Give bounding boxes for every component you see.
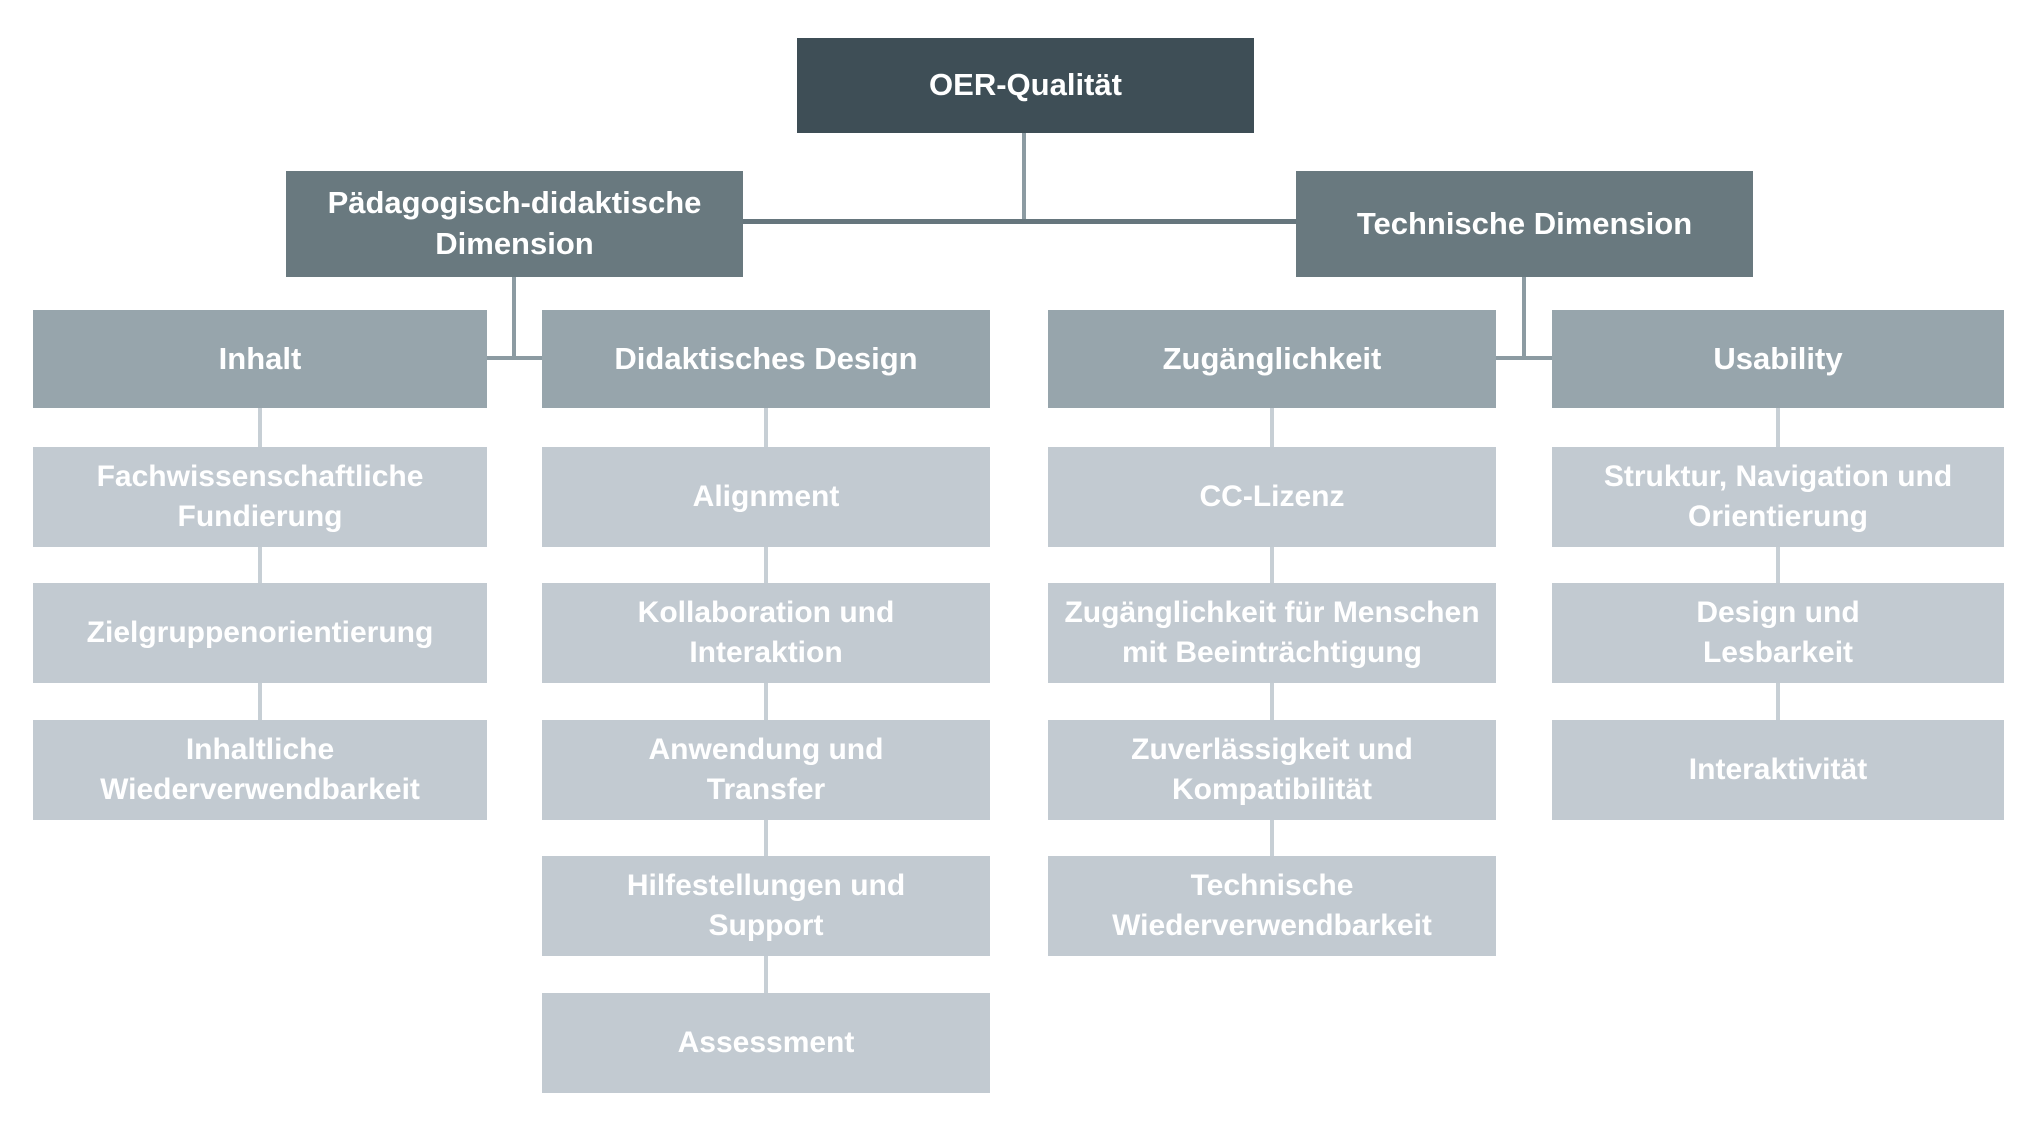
item-assessment: Assessment: [542, 993, 990, 1093]
item-hilfestellungen-und-support: Hilfestellungen und Support: [542, 856, 990, 956]
connector-line: [764, 956, 768, 993]
connector-line: [1270, 820, 1274, 856]
connector-line: [764, 547, 768, 583]
connector-paedagogisch-horizontal: [487, 356, 542, 360]
root-node-oer-qualitaet: OER-Qualität: [797, 38, 1254, 133]
connector-line: [1776, 683, 1780, 720]
connector-line: [1270, 547, 1274, 583]
category-didaktisches-design: Didaktisches Design: [542, 310, 990, 408]
connector-line: [1270, 683, 1274, 720]
category-usability: Usability: [1552, 310, 2004, 408]
connector-technisch-vertical: [1522, 277, 1526, 358]
item-zugaenglichkeit-fuer-menschen-mit-beeintraechtigung: Zugänglichkeit für Menschen mit Beeinträ…: [1048, 583, 1496, 683]
branch-paedagogisch-didaktische-dimension: Pädagogisch-didaktische Dimension: [286, 171, 743, 277]
category-zugaenglichkeit: Zugänglichkeit: [1048, 310, 1496, 408]
item-interaktivitaet: Interaktivität: [1552, 720, 2004, 820]
connector-line: [764, 820, 768, 856]
connector-line: [258, 547, 262, 583]
connector-root-vertical: [1022, 133, 1026, 223]
connector-line: [258, 408, 262, 447]
connector-line: [764, 683, 768, 720]
connector-line: [1270, 408, 1274, 447]
item-alignment: Alignment: [542, 447, 990, 547]
branch-technische-dimension: Technische Dimension: [1296, 171, 1753, 277]
item-zielgruppenorientierung: Zielgruppenorientierung: [33, 583, 487, 683]
connector-paedagogisch-vertical: [512, 277, 516, 358]
item-kollaboration-und-interaktion: Kollaboration und Interaktion: [542, 583, 990, 683]
connector-line: [764, 408, 768, 447]
item-technische-wiederverwendbarkeit: Technische Wiederverwendbarkeit: [1048, 856, 1496, 956]
category-inhalt: Inhalt: [33, 310, 487, 408]
connector-line: [1776, 408, 1780, 447]
item-fachwissenschaftliche-fundierung: Fachwissenschaftliche Fundierung: [33, 447, 487, 547]
item-struktur-navigation-und-orientierung: Struktur, Navigation und Orientierung: [1552, 447, 2004, 547]
item-zuverlaessigkeit-und-kompatibilitaet: Zuverlässigkeit und Kompatibilität: [1048, 720, 1496, 820]
connector-root-horizontal: [743, 219, 1296, 224]
item-inhaltliche-wiederverwendbarkeit: Inhaltliche Wiederverwendbarkeit: [33, 720, 487, 820]
item-cc-lizenz: CC-Lizenz: [1048, 447, 1496, 547]
connector-line: [1776, 547, 1780, 583]
connector-technisch-horizontal: [1496, 356, 1552, 360]
connector-line: [258, 683, 262, 720]
item-anwendung-und-transfer: Anwendung und Transfer: [542, 720, 990, 820]
item-design-und-lesbarkeit: Design und Lesbarkeit: [1552, 583, 2004, 683]
